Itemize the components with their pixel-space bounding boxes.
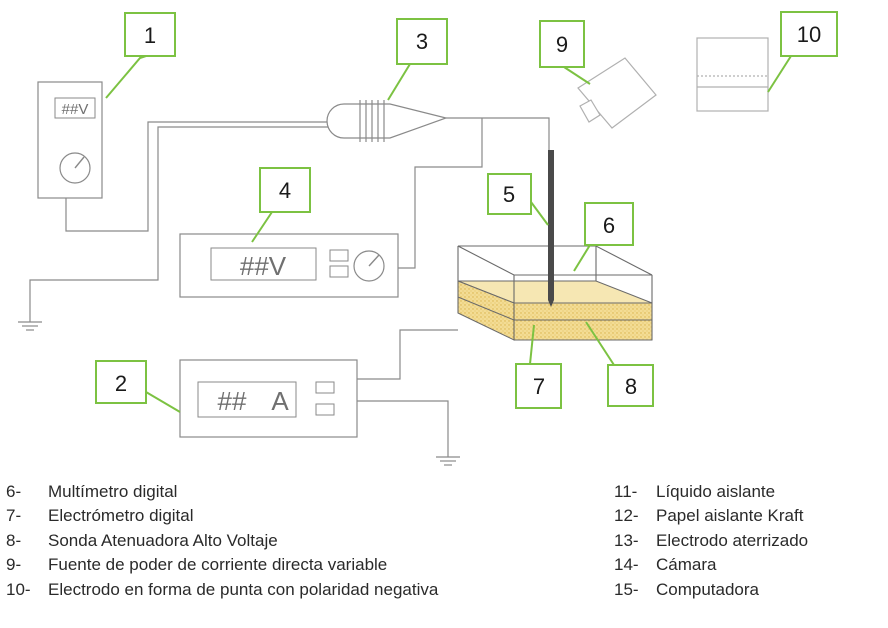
callout-3: 3 — [387, 18, 448, 101]
callout-7: 7 — [515, 324, 562, 409]
svg-text:6: 6 — [603, 213, 615, 238]
svg-text:10: 10 — [797, 22, 821, 47]
power-source-display: ##V — [240, 251, 287, 281]
callout-2: 2 — [95, 360, 181, 413]
electrometer-unit: A — [271, 386, 289, 416]
legend-number: 15- — [614, 579, 639, 599]
legend-text: Fuente de poder de corriente directa var… — [48, 555, 388, 575]
test-cell — [457, 150, 653, 341]
callout-4: 4 — [251, 167, 311, 243]
ground-symbol-right — [436, 456, 460, 466]
legend-text: Computadora — [656, 579, 760, 599]
callout-10: 10 — [767, 11, 838, 93]
electrometer-display: ## — [218, 386, 247, 416]
multimeter: ##V — [37, 81, 103, 199]
wires — [29, 117, 550, 457]
legend-number: 13- — [614, 530, 639, 550]
legend-item: 13- Electrodo aterrizado — [614, 529, 808, 553]
callout-9: 9 — [539, 20, 591, 85]
svg-text:3: 3 — [416, 29, 428, 54]
legend-text: Sonda Atenuadora Alto Voltaje — [48, 530, 278, 550]
legend-text: Electrómetro digital — [48, 506, 194, 526]
legend-item: 11- Líquido aislante — [614, 480, 808, 504]
legend-item: 15- Computadora — [614, 578, 808, 602]
callout-8: 8 — [585, 321, 654, 407]
callout-1: 1 — [105, 12, 176, 99]
legend-text: Líquido aislante — [656, 482, 776, 501]
legend-text: Cámara — [656, 555, 717, 575]
legend-number: 8- — [6, 530, 22, 550]
legend-left: 6- Multímetro digital 7- Electrómetro digi… — [6, 480, 438, 602]
svg-text:1: 1 — [144, 23, 156, 48]
svg-text:9: 9 — [556, 32, 568, 57]
svg-text:7: 7 — [533, 374, 545, 399]
legend-number: 10- — [6, 579, 31, 599]
legend-text: Multímetro digital — [48, 482, 178, 501]
legend-number: 12- — [614, 506, 639, 526]
legend-right: 11- Líquido aislante 12- Papel aislante Kr… — [614, 480, 808, 602]
legend-text: Electrodo en forma de punta con polarida… — [48, 579, 439, 599]
ground-symbol-left — [18, 321, 42, 331]
svg-text:8: 8 — [625, 374, 637, 399]
legend-item: 12- Papel aislante Kraft — [614, 504, 808, 528]
legend-text: Papel aislante Kraft — [656, 506, 804, 526]
legend-number: 6- — [6, 482, 22, 501]
computer-icon — [696, 37, 769, 112]
legend-item: 9- Fuente de poder de corriente directa v… — [6, 553, 438, 577]
callout-5: 5 — [487, 173, 549, 226]
power-source: ##V — [179, 233, 399, 298]
experimental-setup-diagram: ##V ##V ## A — [18, 11, 838, 466]
legend-item: 7- Electrómetro digital — [6, 504, 438, 528]
callouts: 1 2 3 4 5 6 — [95, 11, 838, 413]
legend-text: Electrodo aterrizado — [656, 530, 809, 550]
legend-number: 14- — [614, 555, 639, 575]
callout-6: 6 — [573, 202, 634, 272]
camera-icon — [577, 57, 657, 129]
electrometer: ## A — [179, 359, 358, 438]
legend-item: 8- Sonda Atenuadora Alto Voltaje — [6, 529, 438, 553]
legend-number: 7- — [6, 506, 22, 526]
svg-text:2: 2 — [115, 371, 127, 396]
svg-text:4: 4 — [279, 178, 291, 203]
legend-number: 11- — [614, 482, 638, 501]
svg-text:5: 5 — [503, 182, 515, 207]
legend-item: 10- Electrodo en forma de punta con polar… — [6, 578, 438, 602]
legend-item: 6- Multímetro digital — [6, 480, 438, 504]
legend-item: 14- Cámara — [614, 553, 808, 577]
multimeter-display: ##V — [62, 101, 89, 118]
attenuating-probe — [326, 100, 449, 142]
needle-electrode — [548, 150, 554, 300]
legend-number: 9- — [6, 555, 22, 575]
